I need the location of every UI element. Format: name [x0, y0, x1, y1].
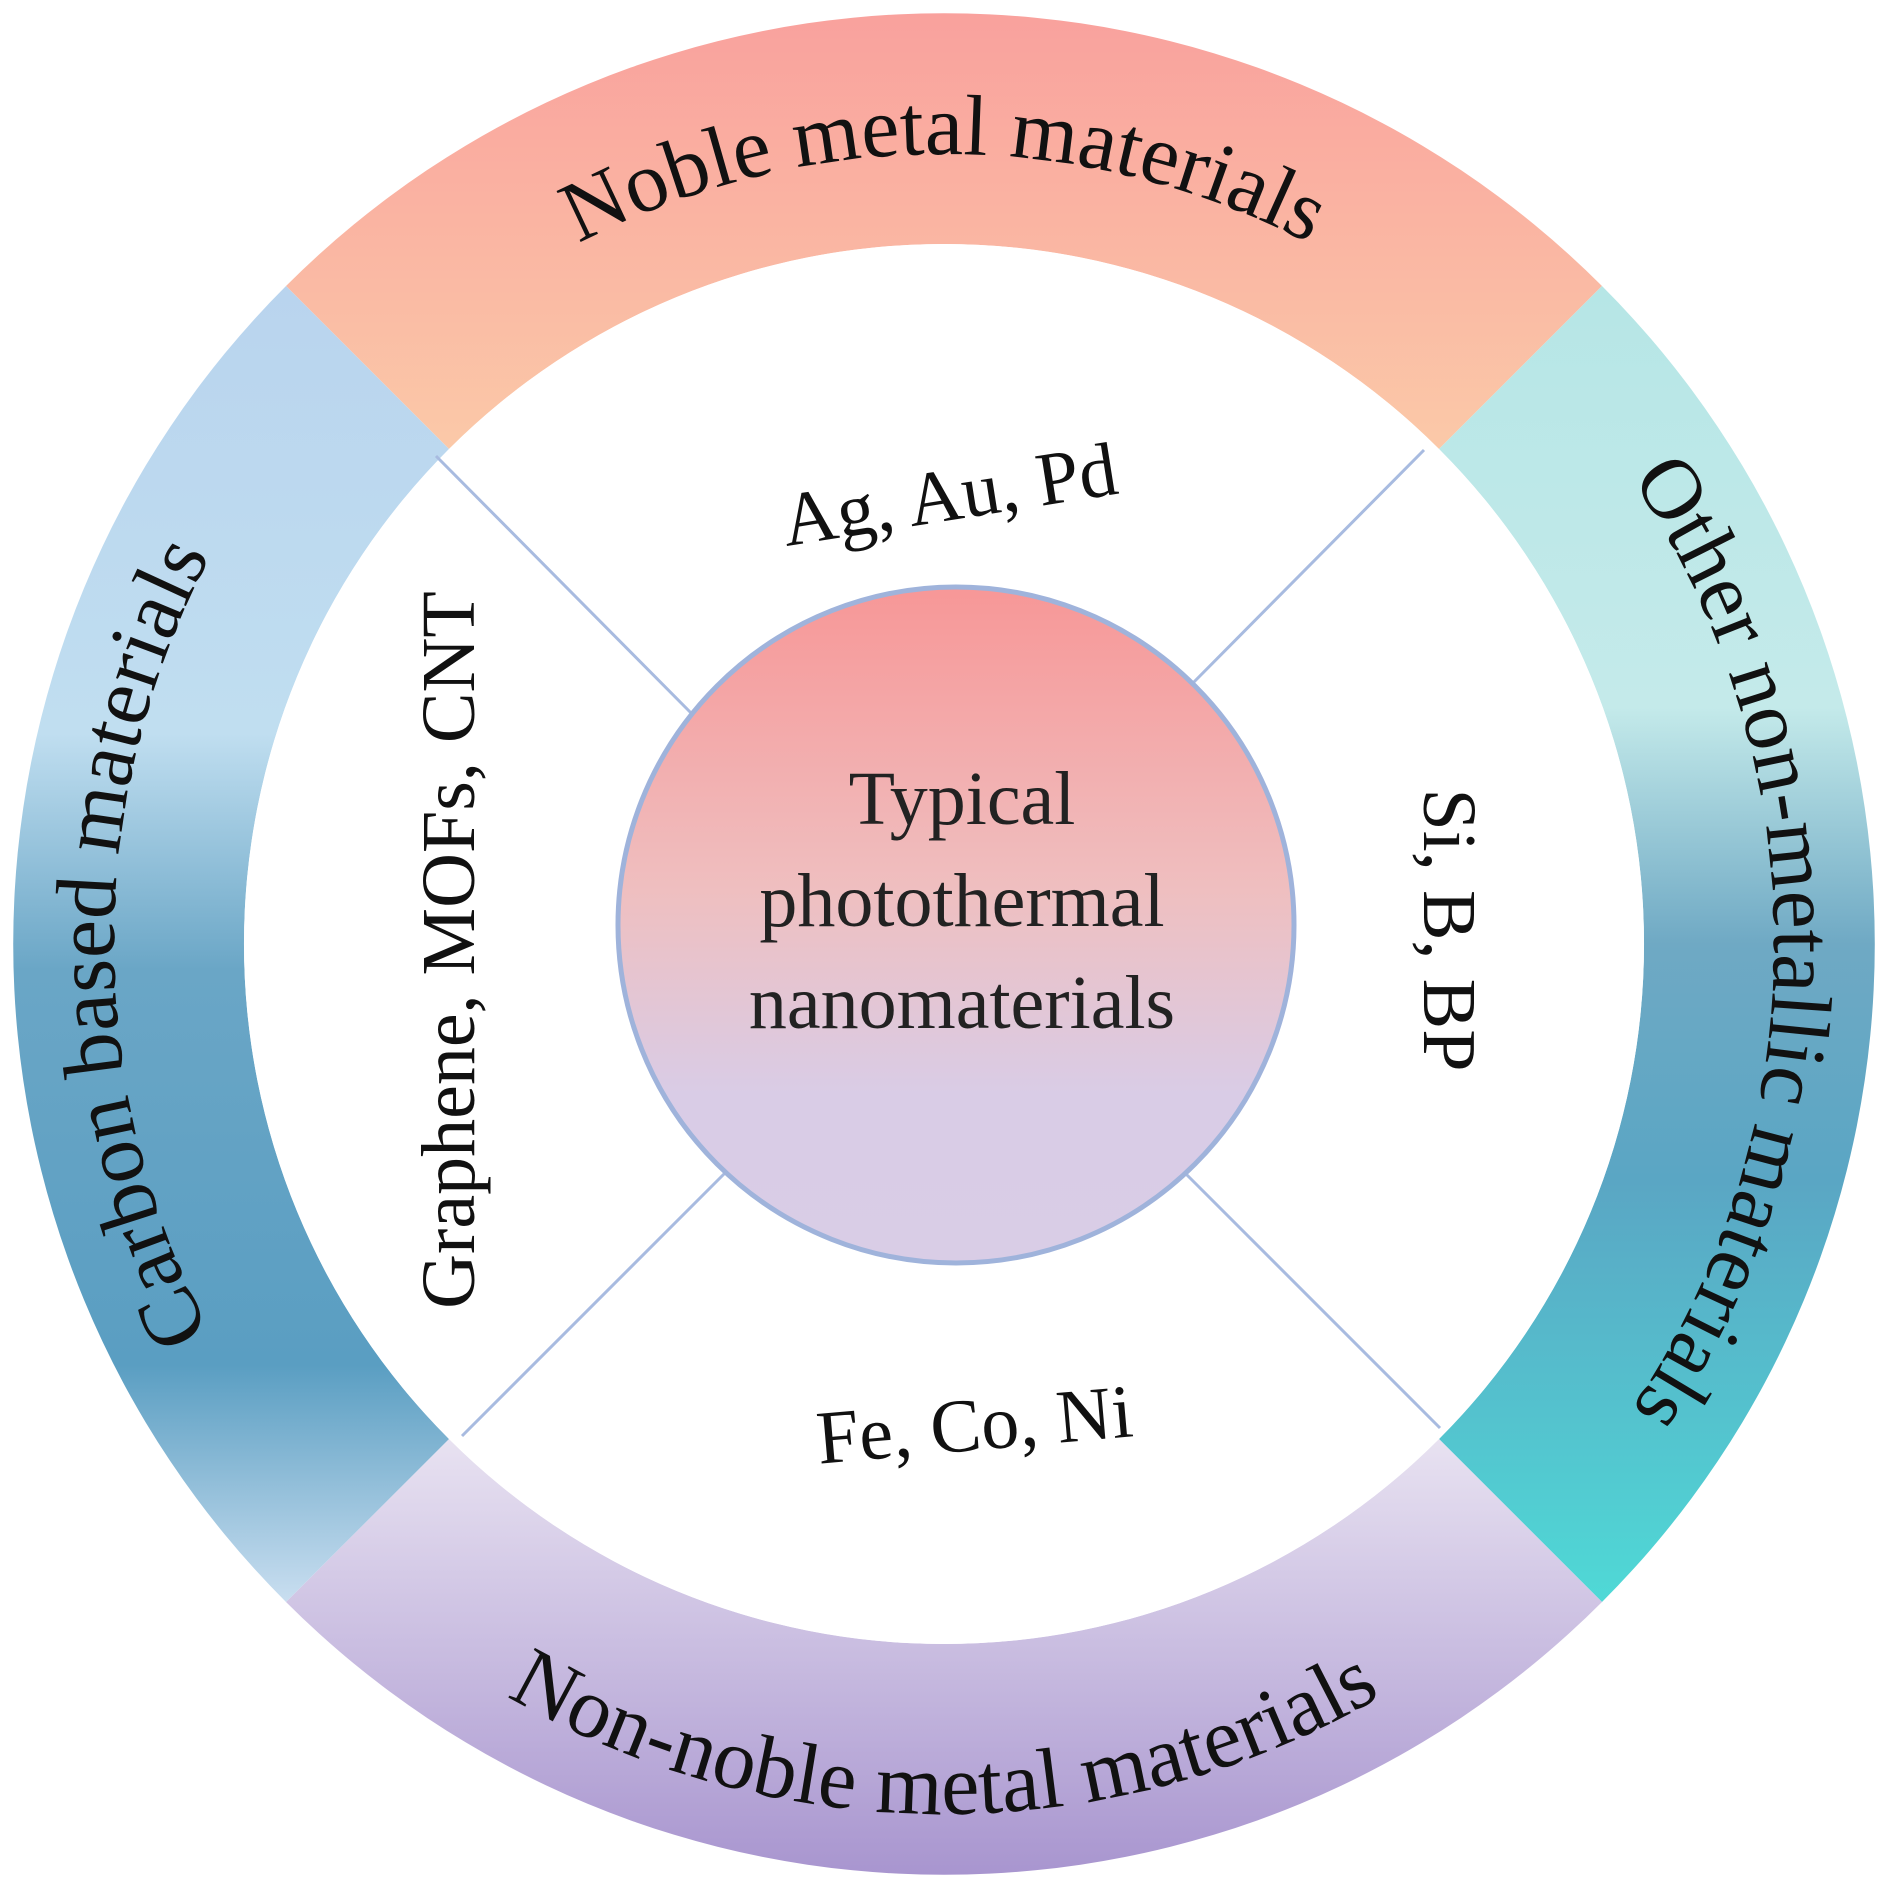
segment-left: [13, 286, 450, 1602]
divider-top-left: [434, 454, 702, 724]
center-title: Typical photothermal nanomaterials: [749, 757, 1175, 1045]
center-line-1: Typical: [849, 757, 1076, 841]
center-circle: [615, 584, 1297, 1266]
center-line-2: photothermal: [759, 859, 1164, 943]
divider-bottom-right: [1174, 1162, 1442, 1430]
outer-ring: [13, 13, 1875, 1875]
examples-right: Si, B, BP: [1407, 788, 1491, 1071]
segment-top: [286, 13, 1602, 449]
segment-right: [1439, 286, 1875, 1602]
examples-left: Graphene, MOFs, CNT: [407, 591, 491, 1309]
divider-top-right: [1184, 448, 1426, 692]
divider-bottom-left: [460, 1158, 740, 1438]
segment-bottom: [286, 1439, 1602, 1875]
center-line-3: nanomaterials: [749, 961, 1175, 1045]
dividers: [434, 448, 1442, 1438]
